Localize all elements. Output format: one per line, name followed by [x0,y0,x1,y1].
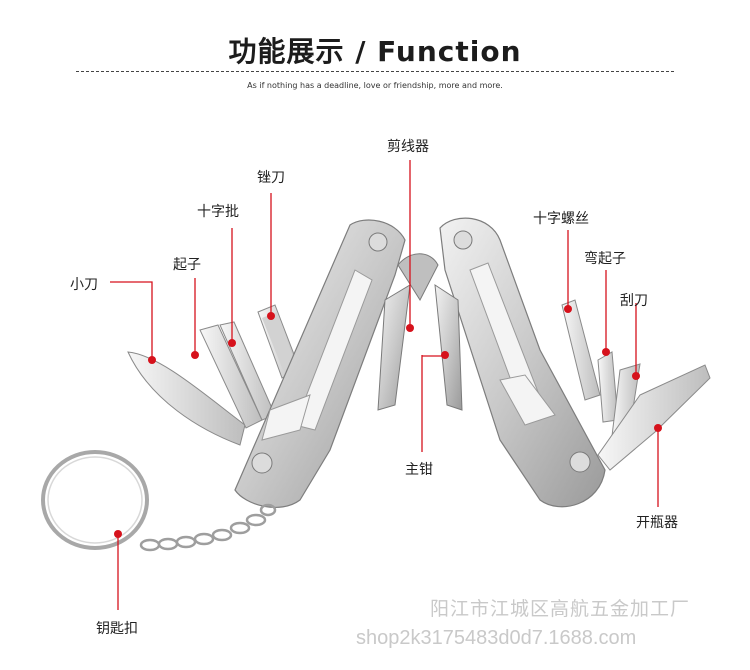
left-handle [234,219,406,509]
callout-lines [110,160,659,610]
pliers-jaws [377,253,463,411]
key-chain [139,503,277,552]
callout-dots [114,305,662,538]
knife-blade [127,351,246,446]
page-subtitle: As if nothing has a deadline, love or fr… [247,81,503,90]
label-main-pliers: 主钳 [405,462,433,478]
page-title: 功能展示 / Function [228,35,522,68]
label-can-opener: 开瓶器 [636,515,678,531]
cross-screw-tool [561,299,601,401]
label-knife: 小刀 [70,277,98,293]
can-opener-tool [597,364,711,471]
right-handle [439,217,606,508]
label-key-ring: 钥匙扣 [96,621,138,637]
label-bent-opener: 弯起子 [584,251,626,267]
watermark-url: shop2k3175483d0d7.1688.com [356,627,637,649]
label-scraper: 刮刀 [620,293,648,309]
key-ring [41,450,149,550]
watermark-company: 阳江市江城区高航五金加工厂 [430,598,691,620]
label-wire-cutter: 剪线器 [387,139,429,155]
title-divider [76,71,674,72]
label-file: 锉刀 [257,170,285,186]
label-phillips: 十字批 [197,204,239,220]
label-bottle-opener: 起子 [173,257,201,273]
label-cross-screw: 十字螺丝 [533,211,589,227]
